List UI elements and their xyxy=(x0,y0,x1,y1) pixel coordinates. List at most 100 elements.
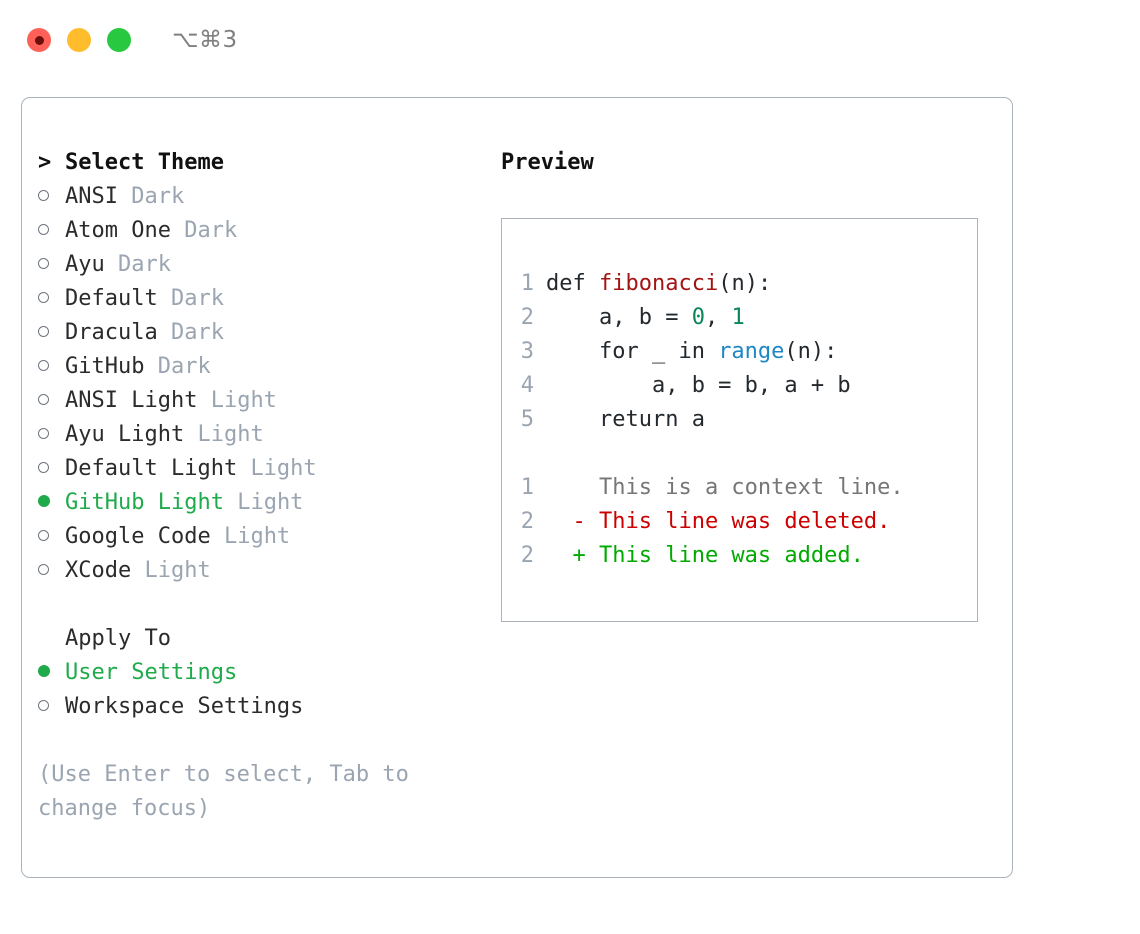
apply-to-option[interactable]: User Settings xyxy=(38,656,498,690)
diff-marker: - xyxy=(546,509,599,534)
theme-kind-label: Light xyxy=(223,524,291,549)
bullet-shape xyxy=(38,700,49,711)
code-token: (n): xyxy=(784,339,838,364)
theme-name-label: XCode xyxy=(65,558,132,583)
bullet-shape xyxy=(38,462,49,473)
theme-list-item[interactable]: XCode Light xyxy=(38,554,498,588)
code-token: for _ in xyxy=(546,339,719,364)
theme-kind-label: Dark xyxy=(131,184,185,209)
code-token: 1 xyxy=(731,305,745,330)
apply-to-spacer xyxy=(38,622,65,656)
theme-list-item[interactable]: Default Light Light xyxy=(38,452,498,486)
keyboard-hint-text: (Use Enter to select, Tab to change focu… xyxy=(38,762,409,821)
theme-kind-label: Light xyxy=(237,490,304,515)
bullet-shape xyxy=(38,428,49,439)
theme-list-item[interactable]: Ayu Dark xyxy=(38,248,498,282)
code-token: a, b = xyxy=(546,305,692,330)
radio-unselected-icon xyxy=(38,520,65,554)
theme-list-item[interactable]: GitHub Dark xyxy=(38,350,498,384)
apply-to-option-label: User Settings xyxy=(65,660,238,685)
bullet-shape xyxy=(38,665,50,677)
diff-line: 2 + This line was added. xyxy=(520,539,904,573)
theme-name-label: Default Light xyxy=(65,456,238,481)
bullet-shape xyxy=(38,495,50,507)
theme-list-item[interactable]: Atom One Dark xyxy=(38,214,498,248)
bullet-shape xyxy=(38,224,49,235)
diff-line-number: 2 xyxy=(520,509,534,534)
theme-name-label: Default xyxy=(65,286,158,311)
theme-kind-label: Dark xyxy=(170,320,224,345)
diff-line: 1 This is a context line. xyxy=(520,471,904,505)
radio-selected-icon xyxy=(38,486,65,520)
radio-selected-icon xyxy=(38,656,65,690)
theme-list-item[interactable]: Google Code Light xyxy=(38,520,498,554)
bullet-shape xyxy=(38,360,49,371)
bullet-shape xyxy=(38,530,49,541)
code-line-number: 4 xyxy=(520,373,534,398)
title-bar: ⌥⌘3 xyxy=(0,0,1140,80)
theme-kind-label: Dark xyxy=(118,252,171,277)
theme-name-label: Dracula xyxy=(65,320,158,345)
keyboard-shortcut-label: ⌥⌘3 xyxy=(172,26,238,53)
bullet-shape xyxy=(38,292,49,303)
apply-to-header: Apply To xyxy=(38,622,498,656)
select-theme-header: > Select Theme xyxy=(38,146,498,180)
code-token: range xyxy=(718,339,785,364)
theme-kind-label: Light xyxy=(210,388,277,413)
diff-line: 2 - This line was deleted. xyxy=(520,505,904,539)
code-line: 3 for _ in range(n): xyxy=(520,335,851,369)
bullet-shape xyxy=(38,326,49,337)
code-token: (n): xyxy=(718,271,772,296)
code-line: 5 return a xyxy=(520,403,851,437)
diff-line-text: This is a context line. xyxy=(598,475,904,500)
code-line-number: 3 xyxy=(520,339,534,364)
theme-name-label: Google Code xyxy=(65,524,211,549)
radio-unselected-icon xyxy=(38,316,65,350)
close-button[interactable] xyxy=(27,28,51,52)
diff-marker: + xyxy=(546,543,599,568)
caret-icon: > xyxy=(38,150,52,175)
code-line-number: 1 xyxy=(520,271,534,296)
code-token: , xyxy=(704,305,732,330)
apply-to-option[interactable]: Workspace Settings xyxy=(38,690,498,724)
theme-list-item[interactable]: ANSI Dark xyxy=(38,180,498,214)
theme-list-item[interactable]: ANSI Light Light xyxy=(38,384,498,418)
select-theme-header-label: Select Theme xyxy=(65,150,224,175)
maximize-button[interactable] xyxy=(107,28,131,52)
radio-unselected-icon xyxy=(38,452,65,486)
bullet-shape xyxy=(38,564,49,575)
radio-unselected-icon xyxy=(38,180,65,214)
theme-list-item[interactable]: Dracula Dark xyxy=(38,316,498,350)
theme-kind-label: Light xyxy=(197,422,264,447)
radio-unselected-icon xyxy=(38,214,65,248)
code-token: fibonacci xyxy=(598,271,719,296)
bullet-shape xyxy=(38,258,49,269)
diff-marker xyxy=(546,475,599,500)
theme-name-label: Atom One xyxy=(65,218,171,243)
diff-sample: 1 This is a context line.2 - This line w… xyxy=(520,471,904,573)
theme-name-label: Ayu xyxy=(65,252,105,277)
preview-title: Preview xyxy=(501,150,594,175)
theme-name-label: GitHub xyxy=(65,354,145,379)
radio-unselected-icon xyxy=(38,350,65,384)
minimize-button[interactable] xyxy=(67,28,91,52)
theme-kind-label: Dark xyxy=(157,354,211,379)
theme-list-item[interactable]: GitHub Light Light xyxy=(38,486,498,520)
radio-unselected-icon xyxy=(38,554,65,588)
code-token: return a xyxy=(546,407,705,432)
theme-name-label: GitHub Light xyxy=(65,490,224,515)
theme-list-item[interactable]: Ayu Light Light xyxy=(38,418,498,452)
code-line-number: 2 xyxy=(520,305,534,330)
code-token: a, b = b, a + b xyxy=(546,373,851,398)
theme-kind-label: Dark xyxy=(184,218,238,243)
radio-unselected-icon xyxy=(38,248,65,282)
theme-kind-label: Light xyxy=(250,456,317,481)
theme-list-item[interactable]: Default Dark xyxy=(38,282,498,316)
code-line-number: 5 xyxy=(520,407,534,432)
theme-kind-label: Light xyxy=(144,558,211,583)
